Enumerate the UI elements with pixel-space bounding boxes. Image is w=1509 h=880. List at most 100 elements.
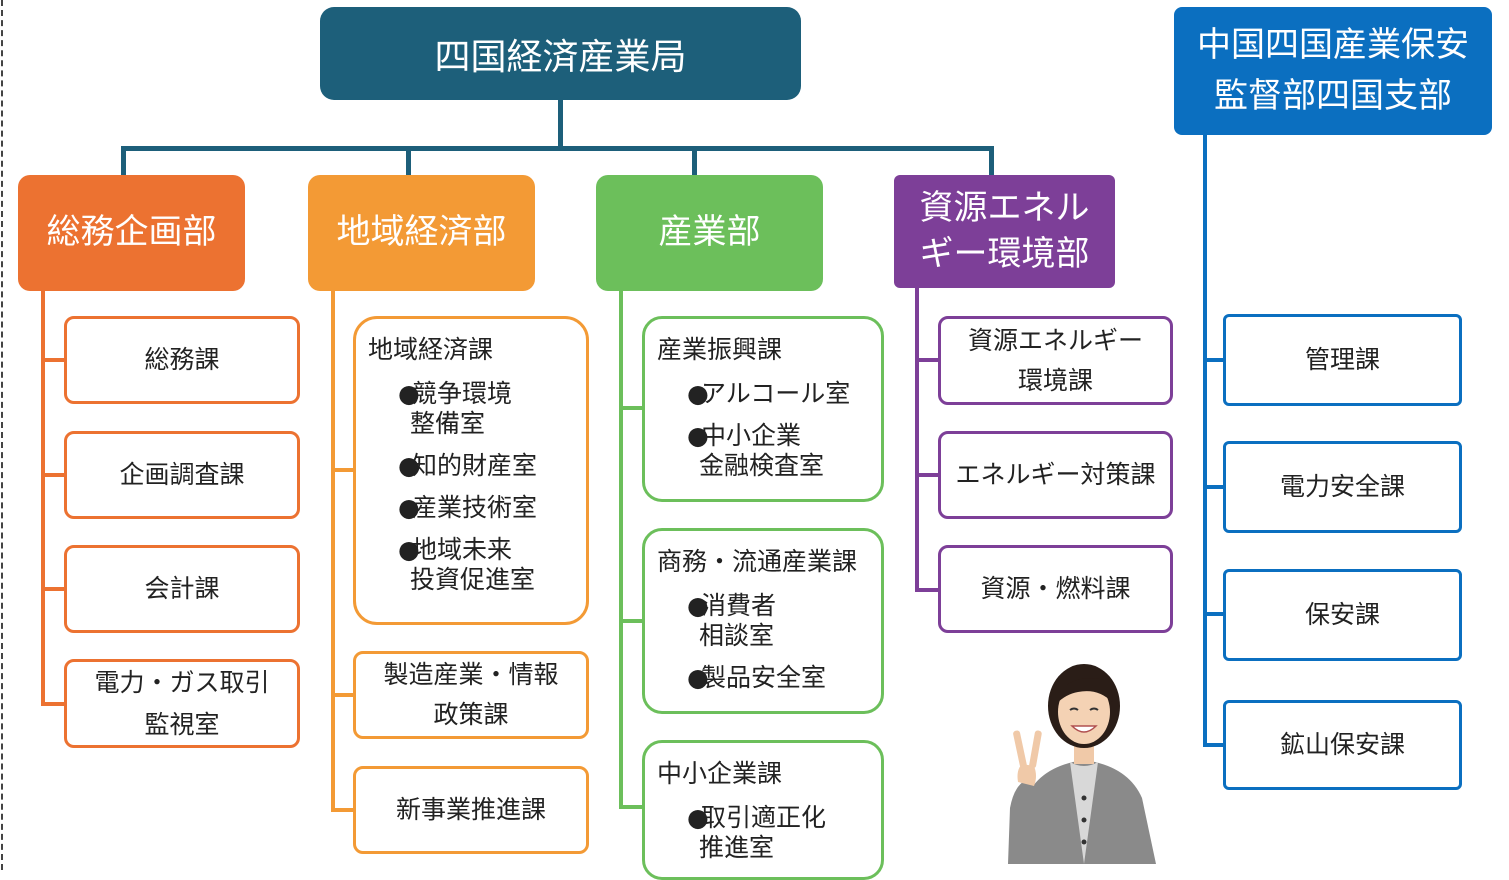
shigen-section-1: 資源エネルギー 環境課: [938, 316, 1173, 405]
room-item: ●地域未来投資促進室: [398, 535, 535, 595]
section-title: 中小企業課: [657, 759, 783, 788]
bullet-icon: ●: [687, 378, 709, 408]
section-label-line2: 環境課: [1017, 365, 1093, 395]
chiiki-section-1: 地域経済課 ●競争環境整備室 ●知的財産室 ●産業技術室 ●地域未来投資促進室: [353, 316, 589, 625]
bureau-title: 四国経済産業局: [434, 36, 687, 78]
connector-to-shigen: [989, 146, 994, 176]
somu-section-1: 総務課: [64, 316, 300, 404]
section-label: 企画調査課: [119, 460, 245, 490]
section-label-line1: 製造産業・情報: [383, 660, 559, 689]
room-line1: アルコール室: [701, 378, 851, 408]
room-line2: 整備室: [410, 408, 486, 438]
dept-chiiki: 地域経済部: [308, 175, 535, 291]
branch-tick-3: [1203, 612, 1224, 616]
chiiki-trunk: [331, 291, 335, 812]
sangyo-trunk: [619, 291, 623, 809]
sangyo-section-1: 産業振興課 ●アルコール室 ●中小企業金融検査室: [642, 316, 884, 502]
section-label: 会計課: [144, 574, 220, 604]
section-label: 資源・燃料課: [980, 574, 1131, 604]
sangyo-tick-3: [619, 805, 643, 809]
branch-trunk: [1203, 135, 1207, 747]
dept-somu: 総務企画部: [18, 175, 245, 291]
dept-chiiki-name: 地域経済部: [336, 212, 507, 253]
dept-sangyo-name: 産業部: [658, 212, 761, 253]
section-label: 管理課: [1304, 345, 1380, 375]
section-label-line2: 監視室: [144, 709, 220, 739]
branch-section-4: 鉱山保安課: [1223, 700, 1462, 790]
dept-shigen: 資源エネル ギー環境部: [894, 175, 1115, 288]
bullet-icon: ●: [398, 378, 420, 408]
section-label-line2: 政策課: [433, 700, 509, 729]
shigen-section-3: 資源・燃料課: [938, 545, 1173, 633]
section-label-line1: 資源エネルギー: [967, 325, 1143, 355]
room-item: ●産業技術室: [398, 493, 537, 523]
section-label: 鉱山保安課: [1279, 730, 1405, 760]
branch-tick-1: [1203, 358, 1224, 362]
connector-to-sangyo: [692, 146, 697, 176]
dept-somu-name: 総務企画部: [46, 212, 217, 253]
somu-trunk: [41, 291, 45, 706]
room-item: ●競争環境整備室: [398, 379, 512, 439]
room-line2: 相談室: [699, 620, 775, 650]
room-item: ●中小企業金融検査室: [687, 421, 824, 481]
staff-photo: [1008, 664, 1156, 864]
chiiki-tick-2: [331, 693, 355, 697]
dept-sangyo: 産業部: [596, 175, 823, 291]
bullet-icon: ●: [687, 420, 709, 450]
somu-section-4: 電力・ガス取引 監視室: [64, 659, 300, 748]
bullet-icon: ●: [687, 662, 709, 692]
somu-section-3: 会計課: [64, 545, 300, 633]
room-line1: 地域未来: [412, 534, 513, 564]
chiiki-tick-1: [331, 468, 355, 472]
somu-tick-2: [41, 473, 65, 477]
section-label: 保安課: [1304, 600, 1380, 630]
somu-tick-3: [41, 587, 65, 591]
room-line1: 消費者: [701, 590, 777, 620]
branch-section-1: 管理課: [1223, 314, 1462, 406]
section-title: 産業振興課: [657, 335, 783, 364]
room-line1: 産業技術室: [412, 492, 538, 522]
sangyo-section-3: 中小企業課 ●取引適正化推進室: [642, 740, 884, 880]
room-item: ●取引適正化推進室: [687, 803, 826, 863]
page-dashed-border: [1, 0, 3, 870]
room-line1: 取引適正化: [701, 802, 827, 832]
bullet-icon: ●: [398, 450, 420, 480]
room-item: ●知的財産室: [398, 451, 537, 481]
connector-to-somu: [121, 146, 126, 176]
bullet-icon: ●: [687, 802, 709, 832]
sangyo-section-2: 商務・流通産業課 ●消費者相談室 ●製品安全室: [642, 528, 884, 714]
room-line2: 金融検査室: [699, 450, 825, 480]
dept-shigen-name-line1: 資源エネル: [919, 187, 1090, 228]
sangyo-tick-2: [619, 619, 643, 623]
room-line1: 製品安全室: [701, 662, 827, 692]
dept-shigen-name-line2: ギー環境部: [919, 233, 1090, 274]
connector-horizontal: [121, 146, 994, 151]
connector-to-chiiki: [406, 146, 411, 176]
section-label-line1: 電力・ガス取引: [94, 668, 270, 698]
somu-tick-4: [41, 702, 65, 706]
shigen-tick-1: [915, 358, 939, 362]
somu-tick-1: [41, 358, 65, 362]
bullet-icon: ●: [398, 534, 420, 564]
section-label: エネルギー対策課: [955, 460, 1156, 490]
connector-bureau-down: [558, 100, 563, 150]
branch-section-3: 保安課: [1223, 569, 1462, 661]
branch-box: 中国四国産業保安 監督部四国支部: [1174, 7, 1492, 135]
section-title: 地域経済課: [368, 335, 494, 364]
bullet-icon: ●: [687, 590, 709, 620]
branch-tick-2: [1203, 485, 1224, 489]
room-item: ●アルコール室: [687, 379, 850, 409]
room-line1: 中小企業: [701, 420, 802, 450]
shigen-trunk: [915, 288, 919, 592]
chiiki-section-2: 製造産業・情報 政策課: [353, 651, 589, 739]
bullet-icon: ●: [398, 492, 420, 522]
branch-title-line2: 監督部四国支部: [1214, 76, 1452, 116]
room-line1: 競争環境: [412, 378, 513, 408]
room-item: ●製品安全室: [687, 663, 826, 693]
room-line1: 知的財産室: [412, 450, 538, 480]
chiiki-tick-3: [331, 808, 355, 812]
branch-title-line1: 中国四国産業保安: [1197, 25, 1469, 65]
room-line2: 投資促進室: [410, 564, 536, 594]
bureau-box: 四国経済産業局: [320, 7, 801, 100]
shigen-tick-2: [915, 473, 939, 477]
